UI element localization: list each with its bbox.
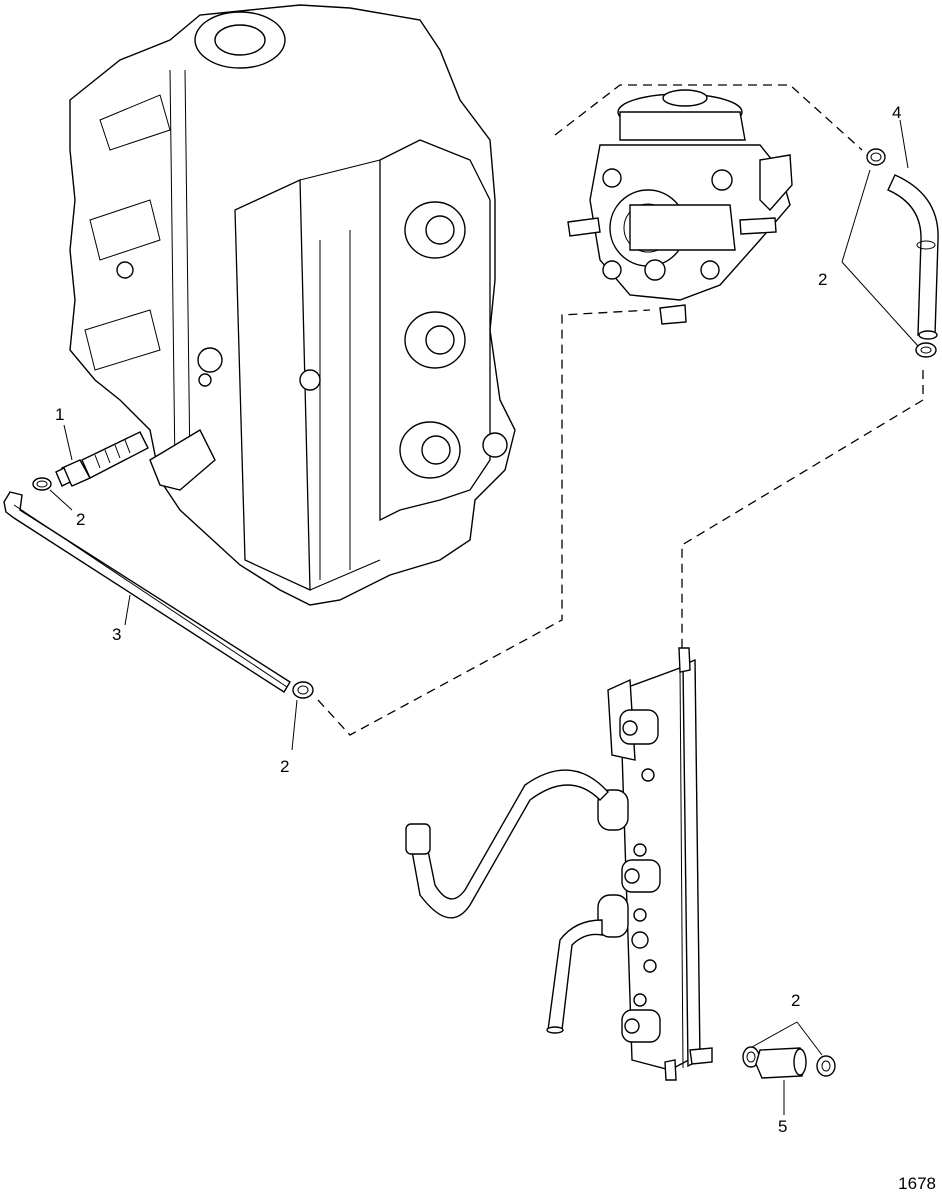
engine-block-icon <box>69 4 516 606</box>
figure-number: 1678 <box>898 1174 936 1193</box>
callout-2-lower-right: 2 <box>791 991 800 1010</box>
callout-2-upper-left: 2 <box>76 510 85 529</box>
connection-line <box>317 309 651 736</box>
callout-5: 5 <box>778 1117 787 1136</box>
hose-icon <box>887 174 939 340</box>
callout-2-lower-left: 2 <box>280 757 289 776</box>
hose-clamp-icon <box>292 681 314 699</box>
hose-clamp-icon <box>866 148 886 166</box>
fuel-rail-icon <box>597 647 713 1081</box>
callout-1: 1 <box>55 405 64 424</box>
fitting-icon <box>55 431 149 487</box>
connection-line <box>554 84 863 151</box>
hose-clamp-icon <box>915 342 937 358</box>
hose-clamp-icon <box>816 1055 836 1077</box>
hose-icon <box>405 769 609 1034</box>
hose-connector-icon <box>755 1047 807 1079</box>
hose-icon <box>3 491 291 693</box>
fuel-pump-icon <box>567 89 793 325</box>
callout-4: 4 <box>892 103 901 122</box>
connection-line <box>681 370 924 650</box>
hose-clamp-icon <box>32 477 52 491</box>
callout-2-right: 2 <box>818 270 827 289</box>
callout-3: 3 <box>112 625 121 644</box>
